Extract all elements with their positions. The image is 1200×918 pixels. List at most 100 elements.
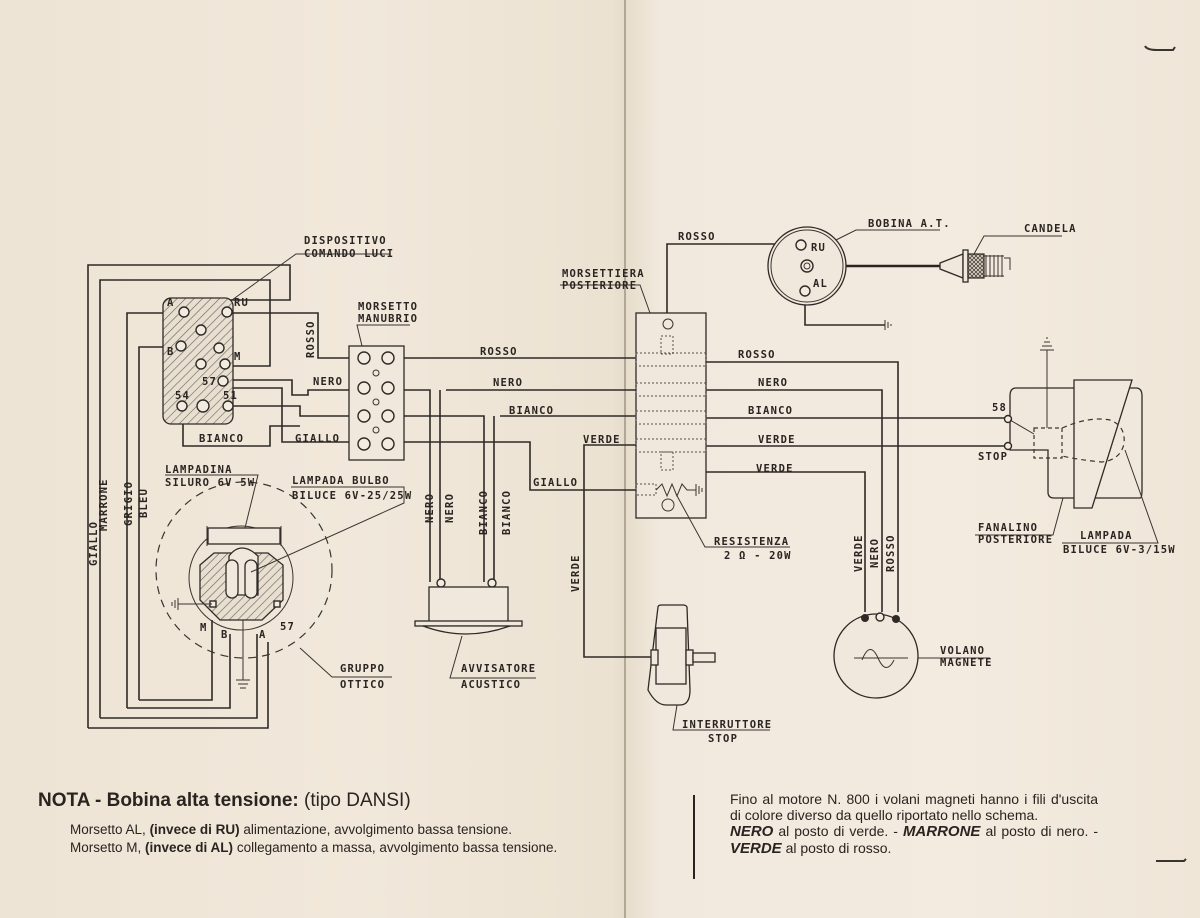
switch-terminal-RU: RU [234,297,249,309]
label-fanalino: FANALINO [978,522,1038,534]
note-title: NOTA - Bobina alta tensione: (tipo DANSI… [38,790,638,812]
wire-rosso-volano [706,361,899,612]
note-line-m: Morsetto M, (invece di AL) collegamento … [70,840,638,855]
wire-label-verde-1: VERDE [583,434,621,446]
note-m-term: Morsetto M, [70,840,142,855]
switch-terminal-A: A [167,297,175,309]
wire-label-rosso-v: ROSSO [305,320,317,358]
switch-terminal-M: M [234,351,242,363]
wire-label-grigio-v: GRIGIO [123,481,135,526]
spark-plug: CANDELA [939,223,1077,283]
gruppo-terminal-M: M [200,622,208,634]
ignition-coil: RU AL BOBINA A.T. [767,218,951,330]
light-switch-device: A RU B M 57 54 51 DISPOSITIVO COMANDO LU… [162,235,394,425]
label-volano: VOLANO [940,645,985,657]
note-line-al: Morsetto AL, (invece di RU) alimentazion… [70,822,638,837]
wire-label-bianco-v1: BIANCO [478,490,490,535]
wire-label-nero-2: NERO [758,377,788,389]
note-title-type: (tipo DANSI) [304,790,411,811]
switch-terminal-51: 51 [223,390,238,402]
gruppo-terminal-57: 57 [280,621,295,633]
label-resistenza-value: 2 Ω - 20W [724,550,792,562]
wire-label-giallo-v: GIALLO [88,521,100,566]
wire-label-verde-volano: VERDE [853,534,865,572]
label-comando-luci: COMANDO LUCI [304,248,394,260]
label-bobina: BOBINA A.T. [868,218,951,230]
label-lampada-post: LAMPADA [1080,530,1133,542]
handlebar-terminal-block: MORSETTO MANUBRIO [348,301,418,461]
fanalino-terminal-stop: STOP [978,451,1008,463]
wire-nero-switch [228,379,364,396]
switch-terminal-57: 57 [202,376,217,388]
label-resistenza: RESISTENZA [714,536,789,548]
wire-rosso-bobina [666,243,782,322]
swap-em-marrone: MARRONE [902,823,981,840]
note-al-desc: alimentazione, avvolgimento bassa tensio… [243,822,513,837]
label-morsettiera: MORSETTIERA [562,268,645,280]
wire-giallo [87,264,291,728]
wire-label-bleu-v: BLEU [138,488,150,518]
label-magnete: MAGNETE [940,657,993,669]
gruppo-terminal-B: B [221,629,229,641]
label-lampada-bulbo: LAMPADA BULBO [292,475,390,487]
coil-terminal-RU: RU [811,242,826,254]
gruppo-terminal-A: A [259,629,267,641]
staple-mark [1156,858,1187,862]
label-interruttore: INTERRUTTORE [682,719,772,731]
label-lampadina: LAMPADINA [165,464,233,476]
staple-mark [1144,45,1176,51]
wire-label-bianco-1: BIANCO [509,405,554,417]
page-fold [624,0,626,918]
label-avvisatore: AVVISATORE [461,663,536,675]
note-volani-para: Fino al motore N. 800 i volani magneti h… [730,791,1098,823]
wire-label-giallo-1: GIALLO [295,433,340,445]
swap-text-3: al posto di rosso. [785,840,892,856]
wire-nero-volano [706,389,883,612]
swap-em-verde: VERDE [730,840,782,857]
wire-marrone [99,279,271,718]
label-acustico: ACUSTICO [461,679,521,691]
horn: AVVISATORE ACUSTICO [414,578,536,691]
wire-rosso-switch [228,312,364,359]
wire-label-giallo-2: GIALLO [533,477,578,489]
wire-label-nero-volano: NERO [869,538,881,568]
label-morsetto: MORSETTO [358,301,418,313]
wire-label-nero-v1: NERO [424,493,436,523]
note-al-term: Morsetto AL, [70,822,146,837]
wire-label-rosso-3: ROSSO [678,231,716,243]
wire-label-verde-2: VERDE [758,434,796,446]
swap-em-nero: NERO [730,823,774,840]
wire-labels: ROSSO ROSSO ROSSO NERO NERO NERO BIANCO … [88,231,897,592]
wire-label-nero-v2: NERO [444,493,456,523]
label-stop: STOP [708,733,738,745]
label-candela: CANDELA [1024,223,1077,235]
note-volani: Fino al motore N. 800 i volani magneti h… [730,791,1098,857]
wire-bleu [138,346,170,700]
label-biluce-3-15: BILUCE 6V-3/15W [1063,544,1176,556]
wire-label-verde-v: VERDE [570,554,582,592]
label-biluce-25: BILUCE 6V-25/25W [292,490,412,502]
wire-label-rosso-1: ROSSO [480,346,518,358]
note-bobina: NOTA - Bobina alta tensione: (tipo DANSI… [38,790,638,858]
note-divider [693,795,695,879]
label-dispositivo: DISPOSITIVO [304,235,387,247]
wire-label-nero-3: NERO [313,376,343,388]
stop-switch: INTERRUTTORE STOP [647,604,772,745]
wire-label-verde-3: VERDE [756,463,794,475]
wire-verde-stop [583,444,656,658]
label-posteriore: POSTERIORE [562,280,637,292]
headlight-group: M B A 57 LAMPADINA SILURO 6V 5W LAMPADA … [155,464,412,691]
wire-giallo-switch [232,387,364,443]
swap-text-2: al posto di nero. - [985,823,1099,839]
wire-bianco-switch [182,406,300,447]
label-ottico: OTTICO [340,679,385,691]
note-title-bold: NOTA - Bobina alta tensione: [38,790,299,811]
wire-label-bianco-v2: BIANCO [501,490,513,535]
note-m-instead: (invece di AL) [145,840,234,855]
rear-terminal-block: MORSETTIERA POSTERIORE RESISTENZA 2 Ω - … [560,268,792,562]
label-fanalino-posteriore: POSTERIORE [978,534,1053,546]
wire-label-marrone-v: MARRONE [98,478,110,531]
label-manubrio: MANUBRIO [358,313,418,325]
